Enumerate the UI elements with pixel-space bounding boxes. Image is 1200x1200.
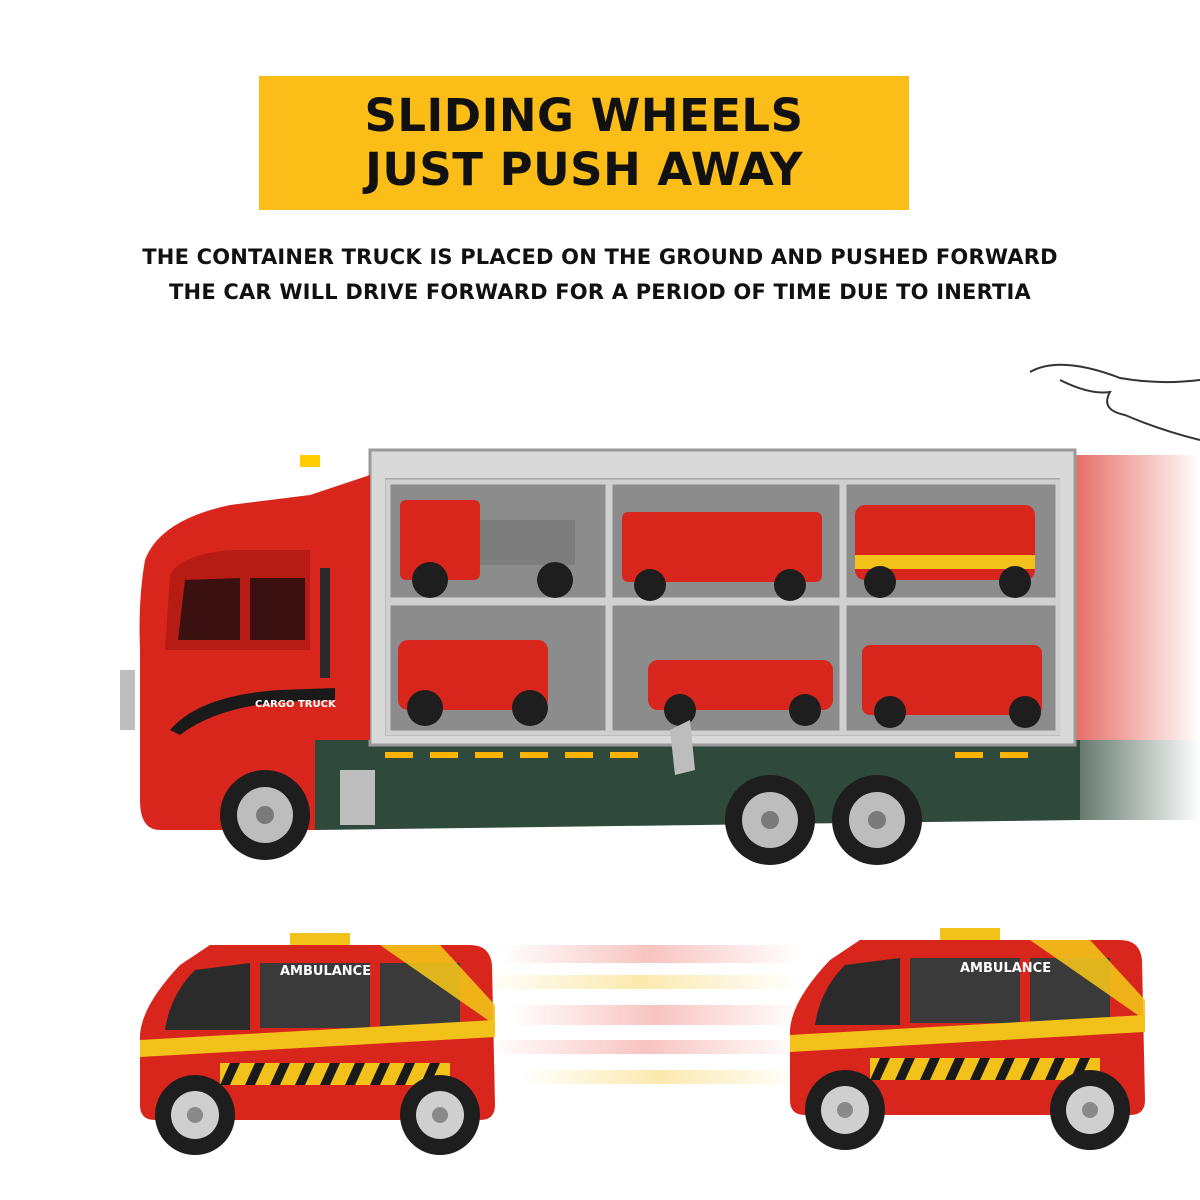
truck-wheels (220, 770, 922, 865)
ambulance-right-label: AMBULANCE (960, 961, 1051, 976)
ambulance-left: AMBULANCE (140, 933, 495, 1155)
mini-pickup (648, 660, 833, 710)
description-line-1: THE CONTAINER TRUCK IS PLACED ON THE GRO… (142, 245, 1058, 269)
ambulance-right: AMBULANCE (790, 928, 1145, 1150)
motion-streaks (480, 945, 800, 1084)
mini-suv (398, 640, 548, 710)
mini-ladder-truck (622, 512, 822, 582)
motion-blur-chassis (1070, 740, 1200, 820)
container-truck: CARGO TRUCK (120, 448, 1080, 865)
hand-sketch-icon (1029, 363, 1200, 441)
mini-fire-engine (862, 645, 1042, 715)
headline-line-1: SLIDING WHEELS (364, 89, 804, 142)
headline-line-2: JUST PUSH AWAY (365, 143, 803, 196)
mini-tow-truck (400, 500, 480, 580)
headline-banner: SLIDING WHEELS JUST PUSH AWAY (259, 76, 909, 210)
motion-blur-trailer (1070, 455, 1200, 740)
ambulance-left-label: AMBULANCE (280, 964, 371, 979)
cab-label: CARGO TRUCK (255, 699, 337, 710)
description-line-2: THE CAR WILL DRIVE FORWARD FOR A PERIOD … (169, 280, 1031, 304)
